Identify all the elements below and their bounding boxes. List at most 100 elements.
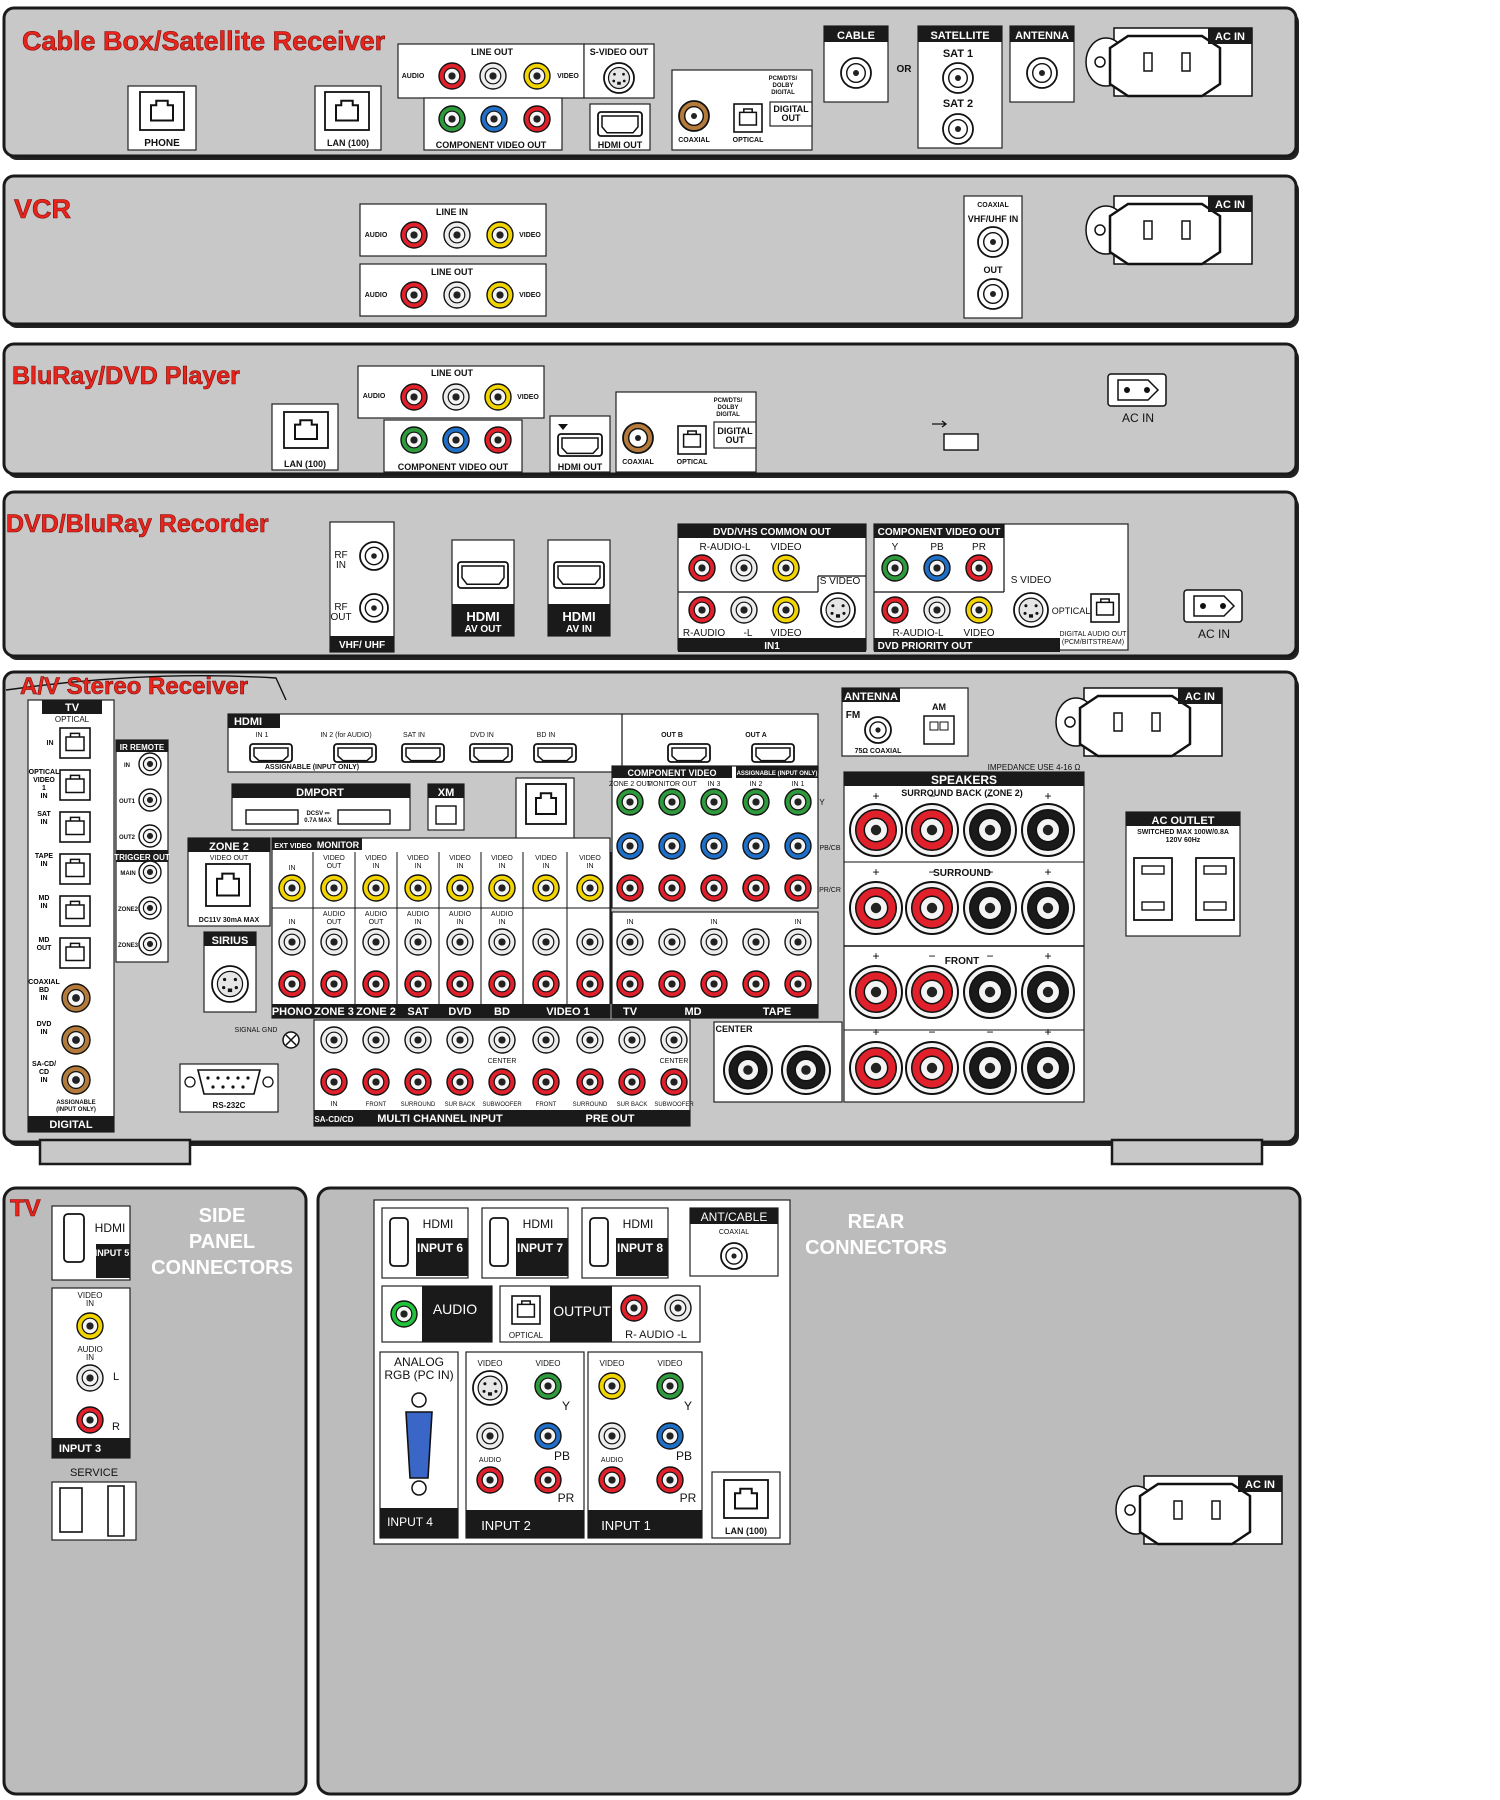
rca-jack[interactable] bbox=[320, 970, 348, 998]
speaker-terminal[interactable] bbox=[849, 881, 903, 935]
speaker-terminal[interactable] bbox=[905, 803, 959, 857]
rca-jack[interactable] bbox=[400, 383, 428, 411]
coaxial-port-icon[interactable] bbox=[1026, 57, 1058, 89]
hdmi-port-icon[interactable] bbox=[667, 743, 711, 763]
coaxial-port-icon[interactable] bbox=[864, 716, 892, 744]
hdmi-port-icon[interactable] bbox=[557, 433, 603, 457]
rca-jack[interactable] bbox=[658, 928, 686, 956]
coaxial-port-icon[interactable] bbox=[359, 541, 389, 571]
rca-jack[interactable] bbox=[488, 928, 516, 956]
rca-jack[interactable] bbox=[784, 970, 812, 998]
rca-jack[interactable] bbox=[320, 874, 348, 902]
optical-port-icon[interactable] bbox=[59, 937, 91, 969]
rca-jack[interactable] bbox=[965, 596, 993, 624]
rca-jack[interactable] bbox=[656, 1466, 684, 1494]
rca-jack[interactable] bbox=[656, 1372, 684, 1400]
rca-jack[interactable] bbox=[598, 1466, 626, 1494]
rca-jack[interactable] bbox=[742, 970, 770, 998]
rca-jack[interactable] bbox=[404, 1068, 432, 1096]
rca-jack[interactable] bbox=[658, 832, 686, 860]
hdmi-port-icon[interactable] bbox=[333, 743, 377, 763]
rca-jack[interactable] bbox=[76, 1312, 104, 1340]
rca-jack[interactable] bbox=[443, 221, 471, 249]
rca-jack[interactable] bbox=[442, 426, 470, 454]
rca-jack[interactable] bbox=[576, 874, 604, 902]
hdmi-port-icon[interactable] bbox=[597, 111, 643, 137]
rca-jack[interactable] bbox=[446, 874, 474, 902]
rca-jack[interactable] bbox=[362, 1068, 390, 1096]
coaxial-port-icon[interactable] bbox=[622, 422, 654, 454]
rca-jack[interactable] bbox=[320, 1026, 348, 1054]
speaker-terminal[interactable] bbox=[1021, 1041, 1075, 1095]
rca-jack[interactable] bbox=[532, 1068, 560, 1096]
hdmi-port-icon[interactable] bbox=[589, 1217, 609, 1267]
hdmi-port-icon[interactable] bbox=[553, 561, 605, 589]
rca-jack[interactable] bbox=[658, 874, 686, 902]
svideo-port-icon[interactable] bbox=[1013, 592, 1049, 628]
rca-jack[interactable] bbox=[362, 1026, 390, 1054]
rca-jack[interactable] bbox=[660, 1026, 688, 1054]
rca-jack[interactable] bbox=[61, 1025, 91, 1055]
rca-jack[interactable] bbox=[486, 281, 514, 309]
rca-jack[interactable] bbox=[404, 928, 432, 956]
rca-jack[interactable] bbox=[362, 874, 390, 902]
rca-jack[interactable] bbox=[76, 1364, 104, 1392]
rca-jack[interactable] bbox=[688, 596, 716, 624]
rca-jack[interactable] bbox=[438, 62, 466, 90]
coaxial-port-icon[interactable] bbox=[977, 226, 1009, 258]
rca-jack[interactable] bbox=[772, 554, 800, 582]
ethernet-port-icon[interactable] bbox=[283, 411, 329, 449]
optical-port-icon[interactable] bbox=[59, 811, 91, 843]
rca-jack[interactable] bbox=[784, 874, 812, 902]
rca-jack[interactable] bbox=[488, 970, 516, 998]
ethernet-port-icon[interactable] bbox=[324, 91, 370, 131]
rca-jack[interactable] bbox=[742, 928, 770, 956]
speaker-terminal[interactable] bbox=[849, 965, 903, 1019]
rca-jack[interactable] bbox=[576, 928, 604, 956]
coaxial-port-icon[interactable] bbox=[977, 278, 1009, 310]
ethernet-port-icon[interactable] bbox=[139, 91, 185, 131]
rca-jack[interactable] bbox=[486, 221, 514, 249]
rca-jack[interactable] bbox=[534, 1422, 562, 1450]
rca-jack[interactable] bbox=[656, 1422, 684, 1450]
rca-jack[interactable] bbox=[404, 970, 432, 998]
rca-jack[interactable] bbox=[443, 281, 471, 309]
speaker-terminal[interactable] bbox=[849, 803, 903, 857]
coaxial-port-icon[interactable] bbox=[942, 62, 974, 94]
rca-jack[interactable] bbox=[480, 105, 508, 133]
rca-jack[interactable] bbox=[965, 554, 993, 582]
rca-jack[interactable] bbox=[484, 426, 512, 454]
hdmi-port-icon[interactable] bbox=[63, 1213, 85, 1263]
optical-port-icon[interactable] bbox=[677, 425, 707, 455]
hdmi-port-icon[interactable] bbox=[389, 1217, 409, 1267]
hdmi-port-icon[interactable] bbox=[469, 743, 513, 763]
ground-screw-icon[interactable] bbox=[282, 1031, 300, 1049]
rca-jack[interactable] bbox=[320, 928, 348, 956]
rca-jack[interactable] bbox=[438, 105, 466, 133]
rca-jack[interactable] bbox=[620, 1294, 648, 1322]
rca-jack[interactable] bbox=[523, 62, 551, 90]
rca-jack[interactable] bbox=[660, 1068, 688, 1096]
rca-jack[interactable] bbox=[390, 1300, 418, 1328]
coaxial-port-icon[interactable] bbox=[720, 1242, 748, 1270]
rca-jack[interactable] bbox=[658, 970, 686, 998]
serial-port-icon[interactable] bbox=[184, 1069, 274, 1095]
rca-jack[interactable] bbox=[700, 788, 728, 816]
rca-jack[interactable] bbox=[616, 874, 644, 902]
optical-port-icon[interactable] bbox=[59, 853, 91, 885]
rca-jack[interactable] bbox=[784, 832, 812, 860]
rca-jack[interactable] bbox=[320, 1068, 348, 1096]
rca-jack[interactable] bbox=[446, 970, 474, 998]
rca-jack[interactable] bbox=[61, 983, 91, 1013]
rca-jack[interactable] bbox=[278, 970, 306, 998]
rca-jack[interactable] bbox=[362, 970, 390, 998]
rca-jack[interactable] bbox=[138, 860, 162, 884]
rca-jack[interactable] bbox=[616, 928, 644, 956]
rca-jack[interactable] bbox=[446, 928, 474, 956]
rca-jack[interactable] bbox=[742, 874, 770, 902]
rca-jack[interactable] bbox=[446, 1068, 474, 1096]
hdmi-port-icon[interactable] bbox=[249, 743, 293, 763]
dmport-connector[interactable] bbox=[245, 809, 299, 825]
usb-port-icon[interactable] bbox=[932, 420, 979, 451]
rca-jack[interactable] bbox=[700, 928, 728, 956]
